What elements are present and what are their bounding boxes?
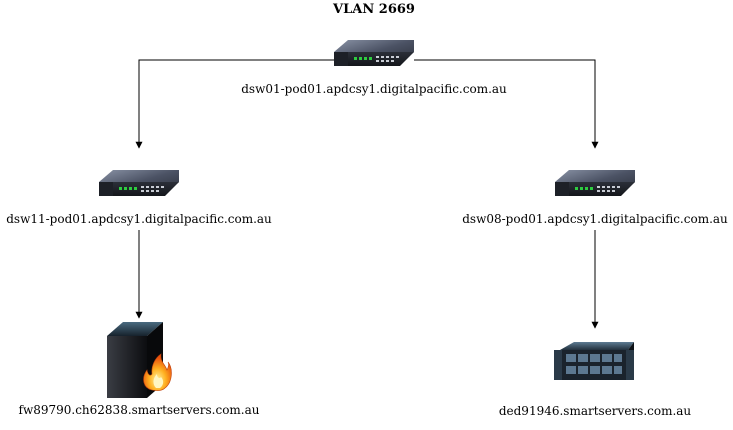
node-label-dsw08: dsw08-pod01.apdcsy1.digitalpacific.com.a… (462, 212, 728, 226)
node-label-dsw11: dsw11-pod01.apdcsy1.digitalpacific.com.a… (6, 212, 272, 226)
edge-dsw01-dsw11 (135, 59, 334, 149)
edge-dsw01-dsw08 (414, 59, 599, 149)
diagram-title: VLAN 2669 (333, 2, 415, 17)
switch-icon (555, 170, 635, 196)
node-label-dsw01: dsw01-pod01.apdcsy1.digitalpacific.com.a… (241, 82, 507, 96)
node-label-fw89790: fw89790.ch62838.smartservers.com.au (18, 403, 260, 417)
switch-icon (334, 40, 414, 66)
firewall-icon (107, 322, 172, 398)
node-label-ded91946: ded91946.smartservers.com.au (498, 404, 692, 418)
server-icon (554, 342, 634, 380)
switch-icon (99, 170, 179, 196)
